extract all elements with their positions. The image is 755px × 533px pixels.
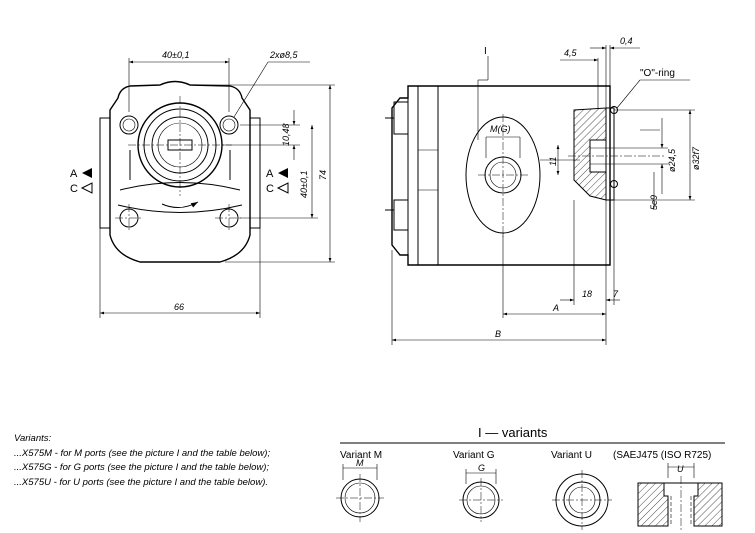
section-mark: I	[477, 46, 489, 140]
dimension-18-7: 18 7	[560, 200, 620, 345]
dim-gap: 0,4	[620, 36, 633, 46]
port-c-arrow-icon-right	[276, 182, 289, 194]
dimension-flange-thickness: 4,5	[560, 45, 607, 108]
dim-vertical-spacing: 40±0,1	[299, 171, 309, 198]
port-a-arrow-icon-right	[278, 168, 288, 178]
dimension-holes: 2xø8,5	[233, 50, 310, 118]
dim-a: A	[552, 303, 559, 313]
port-hole-bottom-left	[115, 204, 143, 232]
dimension-port-offset: 11	[540, 145, 580, 175]
dim-shaft: ø24,5	[667, 148, 677, 172]
variants-panel: I — variants Variant M Variant G Variant…	[336, 425, 725, 530]
dim-port-offset: 11	[548, 157, 558, 166]
side-view: M(G) I 4,5 0,4	[385, 36, 701, 345]
port-c-label: C	[70, 183, 78, 195]
dim-b: B	[495, 329, 501, 339]
dimension-shaft: ø24,5	[640, 118, 677, 194]
dim-holes: 2xø8,5	[269, 50, 299, 60]
front-view: A C A C 40±0,1 2xø8,5 10,48	[70, 50, 335, 318]
port-hole-bottom-right	[215, 204, 243, 232]
variant-g-dim: G	[478, 463, 485, 473]
dim-height: 74	[318, 170, 328, 180]
dim-offset: 10,48	[281, 123, 291, 146]
dim-7: 7	[613, 289, 619, 299]
dimension-width: 66	[99, 228, 261, 318]
notes-heading: Variants:	[14, 433, 52, 444]
variants-notes: Variants: ...X575M - for M ports (see th…	[14, 432, 270, 490]
dimension-a: A	[502, 233, 606, 318]
dim-pilot: ø32f7	[691, 146, 701, 170]
variant-m-dim: M	[356, 458, 364, 468]
oring-label: "O"-ring	[640, 68, 675, 79]
oring-callout: "O"-ring	[616, 68, 690, 109]
variant-u-label: Variant U	[551, 450, 592, 461]
dim-flange-thickness: 4,5	[564, 48, 578, 58]
dim-width: 66	[174, 302, 184, 312]
rotation-arrow-icon	[161, 201, 199, 208]
mounting-hole-top-right	[219, 115, 239, 135]
variant-g-label: Variant G	[453, 450, 495, 461]
mounting-hole-top-left	[119, 115, 139, 135]
dimension-b: B	[391, 250, 606, 345]
dimension-offset: 10,48	[222, 110, 300, 160]
dim-bolt-spacing: 40±0,1	[162, 50, 189, 60]
port-a-label-right: A	[266, 168, 274, 180]
variant-m-label: Variant M	[340, 450, 382, 461]
variants-title: I — variants	[478, 425, 548, 440]
port-markers-left: A C	[70, 168, 93, 195]
port-a-label: A	[70, 168, 78, 180]
flange-section	[568, 106, 665, 201]
variant-g-drawing: G	[459, 463, 503, 522]
shaft-flange	[128, 96, 232, 196]
dimension-gap: 0,4	[590, 36, 640, 108]
section-mark-label: I	[484, 46, 487, 57]
dimension-pilot: ø32f7	[614, 109, 701, 201]
port-c-arrow-icon	[80, 182, 93, 194]
variant-m-drawing: M	[336, 458, 384, 522]
port-label: M(G)	[490, 124, 511, 134]
dimension-height: 74	[195, 84, 335, 263]
port-markers-right: A C	[266, 168, 289, 195]
dimension-vertical-spacing: 40±0,1	[240, 124, 318, 219]
variant-u-section: U	[637, 463, 723, 530]
note-line-g: ...X575G - for G ports (see the picture …	[14, 462, 270, 473]
dimension-key: 5e9	[640, 129, 660, 210]
dim-key: 5e9	[649, 195, 659, 210]
side-body-outline	[385, 85, 611, 266]
variant-u-standard: (SAEJ475 (ISO R725)	[613, 450, 711, 461]
variant-u-drawing	[552, 470, 612, 530]
dim-18: 18	[582, 289, 592, 299]
note-line-m: ...X575M - for M ports (see the picture …	[14, 447, 271, 459]
note-line-u: ...X575U - for U ports (see the picture …	[14, 476, 268, 488]
variant-u-dim: U	[677, 464, 684, 474]
port-boss: M(G)	[465, 114, 541, 237]
port-a-arrow-icon	[82, 168, 92, 178]
port-c-label-right: C	[266, 183, 274, 195]
